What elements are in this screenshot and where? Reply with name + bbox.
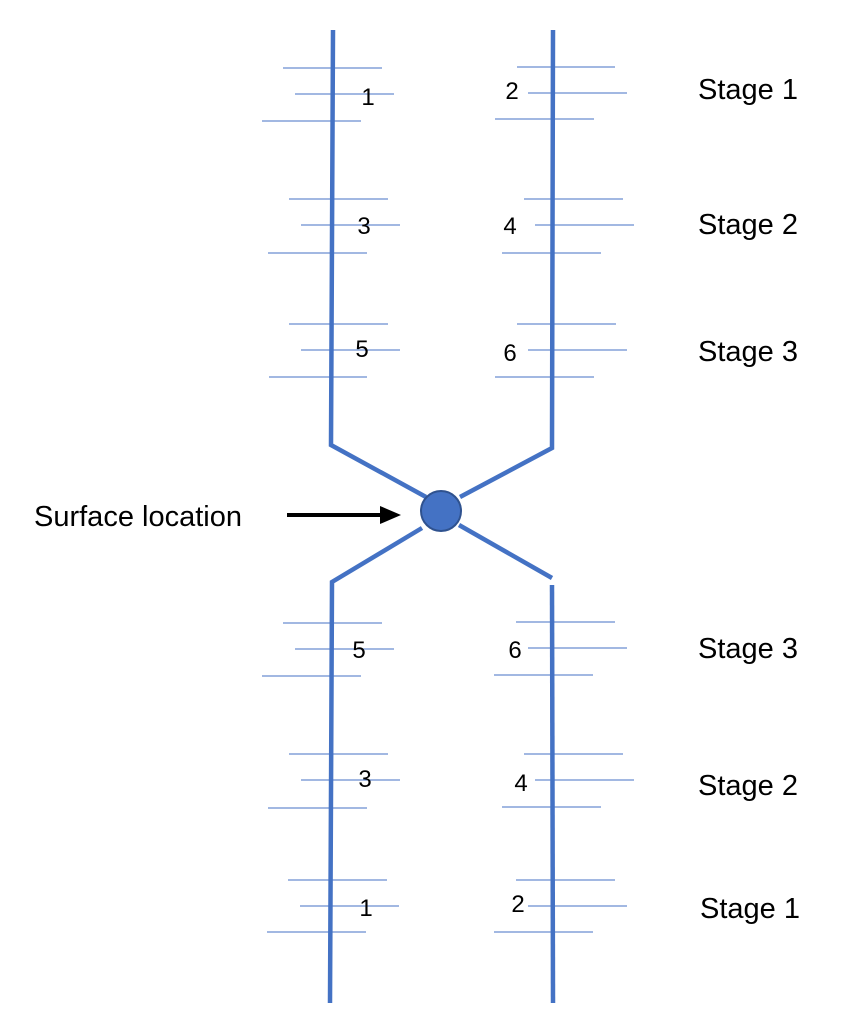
lower-right-number-stage-3: 6 <box>508 637 521 664</box>
lower-right-wellbore <box>457 523 554 580</box>
stage-label-upper-2: Stage 2 <box>698 209 798 241</box>
upper-wellbores <box>328 29 556 499</box>
stage-label-upper-1: Stage 1 <box>698 74 798 106</box>
right-arrow-icon <box>287 506 401 524</box>
lower-number-labels: 5 6 3 4 1 2 <box>352 637 527 922</box>
upper-left-number-stage-3: 5 <box>355 336 368 363</box>
surface-location-label: Surface location <box>34 501 242 533</box>
upper-right-wellbore <box>458 29 556 499</box>
upper-left-wellbore <box>328 29 428 499</box>
upper-right-number-stage-1: 2 <box>505 78 518 105</box>
lower-wellbores <box>327 523 556 1004</box>
stage-label-lower-1: Stage 1 <box>700 893 800 925</box>
fracture-lines <box>262 66 634 933</box>
stage-labels: Stage 1 Stage 2 Stage 3 Stage 3 Stage 2 … <box>698 74 800 925</box>
lower-right-number-stage-2: 4 <box>514 770 527 797</box>
lower-left-wellbore <box>327 526 424 1004</box>
lower-left-number-stage-2: 3 <box>358 766 371 793</box>
stage-label-upper-3: Stage 3 <box>698 336 798 368</box>
upper-left-number-stage-2: 3 <box>357 213 370 240</box>
lower-left-number-stage-3: 5 <box>352 637 365 664</box>
lower-left-number-stage-1: 1 <box>359 895 372 922</box>
upper-right-number-stage-3: 6 <box>503 340 516 367</box>
upper-number-labels: 1 2 3 4 5 6 <box>355 78 518 367</box>
upper-right-number-stage-2: 4 <box>503 213 516 240</box>
upper-left-number-stage-1: 1 <box>361 84 374 111</box>
lower-right-number-stage-1: 2 <box>511 891 524 918</box>
stage-label-lower-3: Stage 3 <box>698 633 798 665</box>
lower-right-wellbore-lateral <box>549 584 556 1004</box>
circle-node-icon <box>420 490 462 532</box>
stage-label-lower-2: Stage 2 <box>698 770 798 802</box>
